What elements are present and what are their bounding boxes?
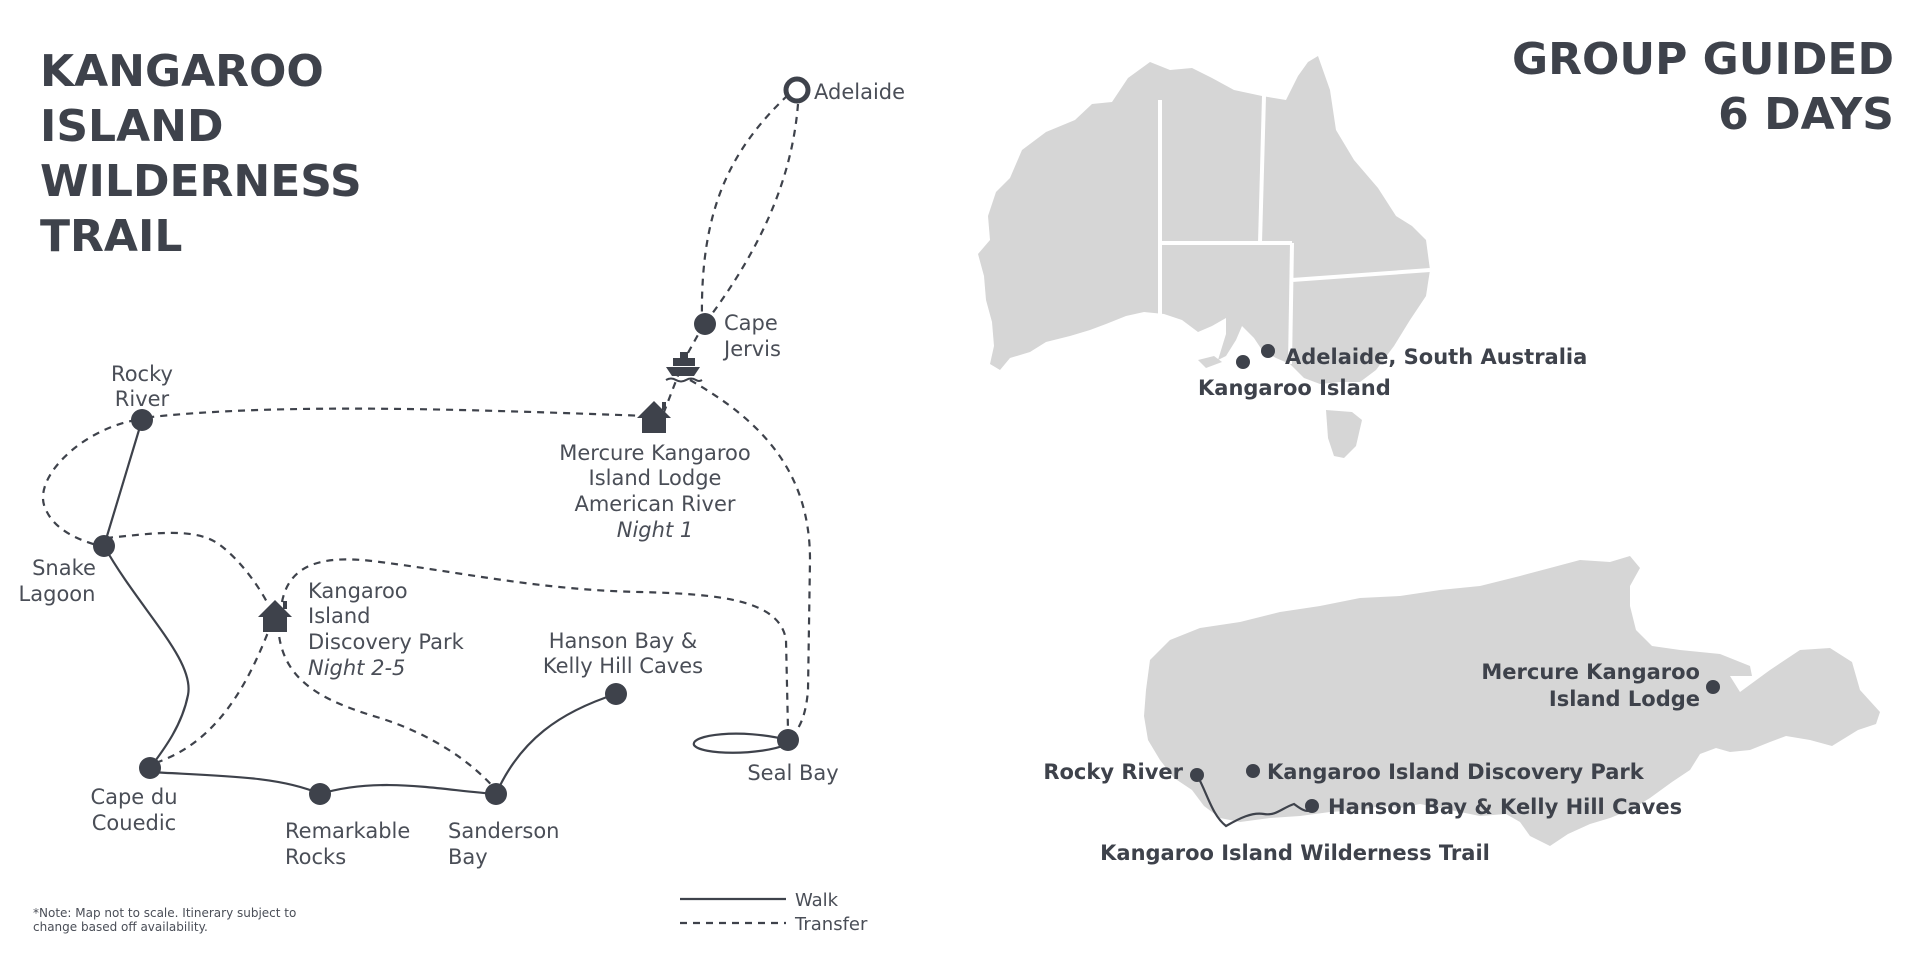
place-label-cape-du-couedic: Couedic (92, 811, 176, 835)
route-labels: Adelaide Cape Jervis Rocky River Snake L… (19, 80, 906, 869)
note-line: change based off availability. (33, 920, 208, 934)
state-borders (1158, 95, 1431, 382)
trail-title-line: TRAIL (40, 211, 183, 262)
walk-seal-bay-loop (692, 732, 789, 754)
tour-type-heading: GROUP GUIDED 6 DAYS (1374, 32, 1894, 142)
kangaroo-island-small (1198, 356, 1222, 368)
tasmania (1326, 410, 1362, 458)
lodge-label-discovery-park: Kangaroo (308, 579, 408, 603)
lodge-label-mercure: American River (574, 492, 735, 516)
stop-marker-rocky-river (131, 409, 153, 431)
stop-marker-seal-bay (777, 729, 799, 751)
map-label-hanson-bay: Hanson Bay & Kelly Hill Caves (1328, 795, 1682, 819)
stop-marker-cape-du-couedic (139, 757, 161, 779)
marker-hanson-bay (1305, 799, 1319, 813)
place-label-rocky-river: Rocky (111, 362, 173, 386)
marker-rocky-river (1190, 768, 1204, 782)
house-icon (637, 401, 671, 433)
lodge-label-mercure: Island Lodge (589, 466, 722, 490)
transfer-ferry-seal-bay (689, 379, 812, 741)
tour-type-line: GROUP GUIDED (1511, 34, 1894, 85)
map-label-mercure: Island Lodge (1549, 687, 1700, 711)
stop-marker-cape-jervis (694, 313, 716, 335)
stop-marker-adelaide (783, 76, 811, 104)
place-label-cape-du-couedic: Cape du (90, 785, 177, 809)
walk-snake-lagoon-cape-du-couedic (103, 545, 190, 769)
kangaroo-island (1144, 556, 1880, 846)
place-label-hanson-bay: Hanson Bay & (549, 629, 698, 653)
place-label-seal-bay: Seal Bay (747, 761, 838, 785)
map-label-wilderness-trail: Kangaroo Island Wilderness Trail (1100, 841, 1490, 865)
place-label-remarkable-rocks: Rocks (285, 845, 346, 869)
ferry-icon (665, 352, 703, 383)
trail-title-line: ISLAND (40, 101, 224, 152)
legend-transfer-label: Transfer (794, 914, 868, 935)
kangaroo-island-map: Mercure Kangaroo Island Lodge Rocky Rive… (1043, 556, 1880, 865)
wilderness-trail-route (1196, 774, 1316, 828)
map-label-adelaide: Adelaide, South Australia (1285, 345, 1587, 369)
place-label-rocky-river: River (115, 387, 170, 411)
walk-cape-du-couedic-remarkable-rocks (149, 770, 321, 796)
stop-marker-snake-lagoon (93, 535, 115, 557)
marker-kangaroo-island (1236, 355, 1250, 369)
lodge-label-discovery-park: Discovery Park (308, 630, 465, 654)
map-label-discovery-park: Kangaroo Island Discovery Park (1267, 760, 1645, 784)
trail-title: KANGAROO ISLAND WILDERNESS TRAIL (40, 44, 460, 264)
transfer-discovery-seal-bay (280, 558, 790, 731)
marker-discovery-park (1246, 764, 1260, 778)
transfer-rocky-river-snake-lagoon (41, 418, 137, 548)
map-note: *Note: Map not to scale. Itinerary subje… (33, 906, 296, 934)
place-label-remarkable-rocks: Remarkable (285, 819, 410, 843)
trail-title-line: WILDERNESS (40, 156, 362, 207)
map-label-mercure: Mercure Kangaroo (1481, 660, 1700, 684)
stop-marker-hanson-bay (605, 683, 627, 705)
place-label-adelaide: Adelaide (814, 80, 905, 104)
route-map: Adelaide Cape Jervis Rocky River Snake L… (19, 76, 906, 869)
place-label-snake-lagoon: Snake (32, 556, 96, 580)
place-label-cape-jervis: Jervis (722, 337, 781, 361)
lodge-label-discovery-park: Island (308, 604, 370, 628)
walk-remarkable-rocks-sanderson-bay (319, 783, 497, 796)
map-label-kangaroo-island: Kangaroo Island (1198, 376, 1391, 400)
lodge-night-discovery-park: Night 2-5 (308, 656, 405, 680)
place-label-sanderson-bay: Bay (448, 845, 488, 869)
place-label-hanson-bay: Kelly Hill Caves (543, 654, 703, 678)
lodge-night-mercure: Night 1 (617, 518, 693, 542)
house-icon (258, 600, 292, 632)
transfer-snake-lagoon-discovery (105, 531, 269, 605)
place-label-sanderson-bay: Sanderson (448, 819, 560, 843)
stop-marker-remarkable-rocks (309, 783, 331, 805)
place-label-cape-jervis: Cape (724, 311, 778, 335)
map-label-rocky-river: Rocky River (1043, 760, 1183, 784)
australia-mainland (978, 56, 1430, 384)
trail-title-line: KANGAROO (40, 46, 324, 97)
legend: Walk Transfer (680, 890, 868, 935)
transfer-adelaide-cape-jervis-west (700, 94, 789, 321)
transfer-adelaide-cape-jervis-east (705, 103, 800, 323)
walk-sanderson-bay-hanson-bay (494, 692, 617, 795)
walk-routes (102, 419, 789, 796)
marker-adelaide (1261, 344, 1275, 358)
tour-duration-line: 6 DAYS (1718, 89, 1894, 140)
walk-rocky-river-snake-lagoon (102, 419, 144, 547)
transfer-discovery-sanderson-bay (276, 623, 497, 791)
place-label-snake-lagoon: Lagoon (19, 582, 96, 606)
marker-mercure-lodge (1706, 680, 1720, 694)
transfer-mercure-rocky-river (141, 407, 649, 420)
legend-walk-label: Walk (795, 890, 839, 911)
australia-map: Adelaide, South Australia Kangaroo Islan… (978, 56, 1587, 458)
route-stops (93, 76, 811, 805)
stop-marker-sanderson-bay (485, 783, 507, 805)
transfer-discovery-cape-du-couedic (157, 621, 274, 764)
transfer-routes (41, 94, 812, 791)
lodge-label-mercure: Mercure Kangaroo (559, 441, 750, 465)
note-line: *Note: Map not to scale. Itinerary subje… (33, 906, 296, 920)
